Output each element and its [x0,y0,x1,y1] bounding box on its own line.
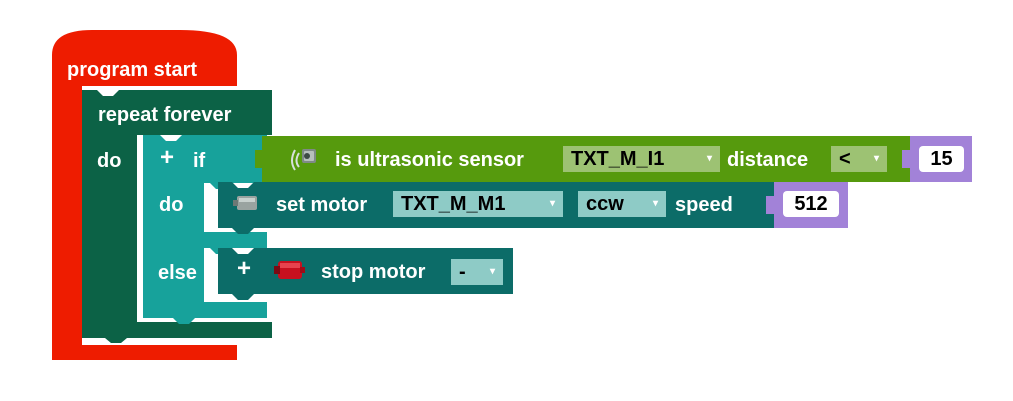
sensor-port-value: TXT_M_I1 [571,148,665,170]
stop-motor-plus-button[interactable]: + [237,255,252,282]
operator-dropdown[interactable]: < ▾ [831,146,887,172]
motor-icon [233,191,261,215]
if-else-block[interactable] [0,0,280,330]
program-start-block[interactable] [0,0,240,362]
operator-value: < [839,148,851,170]
speed-number-field[interactable]: 512 [783,191,839,217]
ultrasonic-sensor-icon [290,145,320,173]
chevron-down-icon: ▾ [549,198,555,209]
program-start-label: program start [67,59,198,81]
set-motor-label: set motor [276,194,368,216]
chevron-down-icon: ▾ [706,153,712,164]
chevron-down-icon: ▾ [489,266,495,277]
motor-port-value: TXT_M_M1 [401,193,506,215]
motor-port-dropdown[interactable]: TXT_M_M1 ▾ [393,191,563,217]
stop-motor-label: stop motor [321,261,426,283]
stop-motor-dropdown[interactable]: - ▾ [451,259,503,285]
speed-label: speed [675,194,733,216]
if-do-label: do [159,194,184,216]
chevron-down-icon: ▾ [652,198,658,209]
stop-motor-value: - [459,261,466,283]
direction-dropdown[interactable]: ccw ▾ [578,191,666,217]
repeat-forever-block[interactable] [0,0,280,345]
repeat-do-label: do [97,150,122,172]
sensor-port-dropdown[interactable]: TXT_M_I1 ▾ [563,146,720,172]
if-label: if [193,150,206,172]
stop-motor-block[interactable] [0,0,520,302]
direction-value: ccw [586,193,624,215]
chevron-down-icon: ▾ [873,153,879,164]
if-plus-button[interactable]: + [160,144,175,171]
red-motor-icon [272,255,308,285]
repeat-forever-label: repeat forever [98,104,232,126]
if-else-label: else [158,262,197,284]
distance-number-field[interactable]: 15 [919,146,964,172]
ultrasonic-sensor-label: is ultrasonic sensor [335,149,524,171]
distance-label: distance [727,149,809,171]
